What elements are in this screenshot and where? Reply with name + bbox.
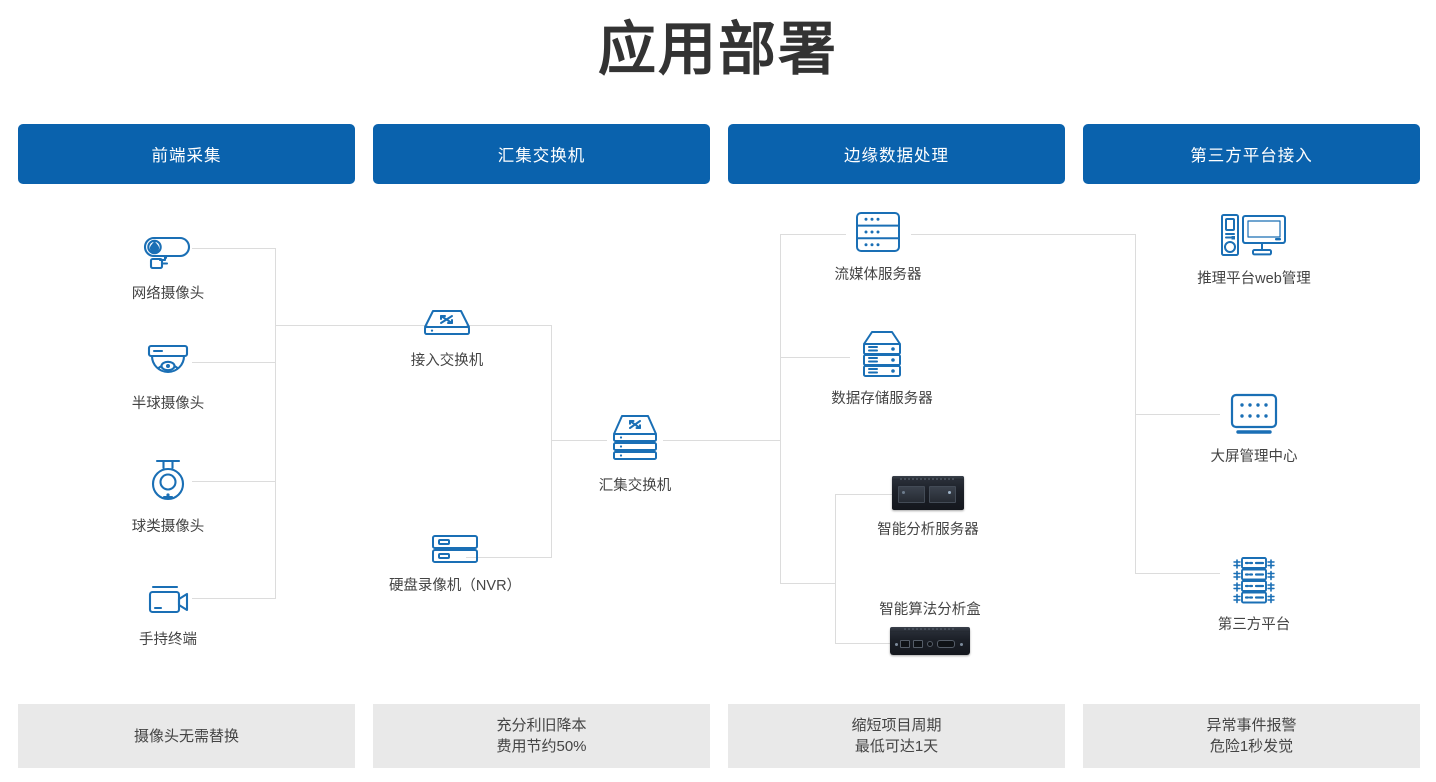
node-access-switch[interactable]: 接入交换机 bbox=[362, 305, 532, 370]
connector-streaming-server bbox=[780, 234, 846, 235]
footer-line: 充分利旧降本 bbox=[496, 717, 587, 734]
ptz-camera-icon bbox=[141, 455, 195, 507]
connector-col1-to-access-switch bbox=[275, 325, 428, 326]
footer-line: 费用节约50% bbox=[496, 738, 587, 755]
connector-network-camera bbox=[192, 248, 276, 249]
stacked-switch-icon bbox=[606, 412, 664, 466]
nvr-icon bbox=[427, 532, 483, 566]
node-ptz-camera[interactable]: 球类摄像头 bbox=[83, 455, 253, 536]
node-ai-algorithm-box[interactable]: 智能算法分析盒 bbox=[845, 598, 1015, 655]
connector-col4-trunk bbox=[1135, 234, 1136, 573]
node-label: 硬盘录像机（NVR） bbox=[388, 578, 522, 594]
node-ai-analysis-server[interactable]: 智能分析服务器 bbox=[843, 476, 1013, 539]
connector-agg-switch-right bbox=[663, 440, 781, 441]
node-label: 大屏管理中心 bbox=[1210, 449, 1298, 465]
node-label: 流媒体服务器 bbox=[834, 267, 922, 283]
node-streaming-server[interactable]: 流媒体服务器 bbox=[793, 209, 963, 284]
switch-icon bbox=[419, 305, 475, 341]
connector-col3-trunk bbox=[780, 234, 781, 583]
column-header-aggregation-switch[interactable]: 汇集交换机 bbox=[373, 124, 710, 184]
desktop-tower-icon bbox=[1217, 211, 1291, 259]
column-header-edge-data-processing[interactable]: 边缘数据处理 bbox=[728, 124, 1065, 184]
node-label: 球类摄像头 bbox=[131, 519, 205, 535]
node-inference-web-mgmt[interactable]: 推理平台web管理 bbox=[1169, 211, 1339, 288]
connector-streaming-to-col4 bbox=[911, 234, 1136, 235]
node-third-party-platform[interactable]: 第三方平台 bbox=[1169, 555, 1339, 634]
node-agg-switch[interactable]: 汇集交换机 bbox=[550, 412, 720, 495]
connector-col2-to-agg-switch bbox=[551, 440, 607, 441]
footer-line: 最低可达1天 bbox=[854, 738, 939, 755]
node-video-wall-center[interactable]: 大屏管理中心 bbox=[1169, 391, 1339, 466]
footer-line: 危险1秒发觉 bbox=[1209, 738, 1294, 755]
connector-ai-algorithm-box bbox=[835, 643, 892, 644]
connector-ai-analysis-server bbox=[835, 494, 892, 495]
connector-col1-trunk bbox=[275, 248, 276, 598]
analysis-server-photo bbox=[892, 476, 964, 510]
connector-col3-to-ai-branch bbox=[780, 583, 835, 584]
node-label: 接入交换机 bbox=[410, 353, 484, 369]
footer-third-party-platform-access: 异常事件报警 危险1秒发觉 bbox=[1083, 704, 1420, 768]
footer-front-end-collection: 摄像头无需替换 bbox=[18, 704, 355, 768]
node-network-camera[interactable]: 网络摄像头 bbox=[83, 224, 253, 303]
node-label: 数据存储服务器 bbox=[831, 391, 933, 407]
node-label: 智能算法分析盒 bbox=[879, 602, 981, 618]
node-storage-server[interactable]: 数据存储服务器 bbox=[797, 329, 967, 408]
node-label: 第三方平台 bbox=[1217, 617, 1291, 633]
connector-handheld-terminal bbox=[192, 598, 276, 599]
footer-edge-data-processing: 缩短项目周期 最低可达1天 bbox=[728, 704, 1065, 768]
connector-ai-branch-trunk bbox=[835, 494, 836, 644]
storage-server-icon bbox=[854, 329, 910, 379]
server-rack-icon bbox=[1225, 555, 1283, 605]
connector-storage-server bbox=[780, 357, 850, 358]
column-header-label: 边缘数据处理 bbox=[844, 147, 949, 165]
footer-aggregation-switch: 充分利旧降本 费用节约50% bbox=[373, 704, 710, 768]
node-label: 手持终端 bbox=[139, 632, 197, 648]
footer-line: 摄像头无需替换 bbox=[133, 727, 239, 745]
bullet-camera-icon bbox=[141, 224, 195, 274]
column-header-label: 汇集交换机 bbox=[497, 147, 586, 165]
node-label: 网络摄像头 bbox=[131, 286, 205, 302]
camcorder-icon bbox=[141, 582, 195, 620]
dome-camera-icon bbox=[141, 342, 195, 384]
page-title: 应用部署 bbox=[597, 17, 838, 82]
connector-ptz-camera bbox=[192, 481, 276, 482]
node-label: 推理平台web管理 bbox=[1197, 271, 1311, 287]
connector-col2-trunk bbox=[551, 325, 552, 557]
node-label: 半球摄像头 bbox=[131, 396, 205, 412]
node-nvr[interactable]: 硬盘录像机（NVR） bbox=[370, 532, 540, 595]
rack-server-icon bbox=[849, 209, 907, 255]
node-dome-camera[interactable]: 半球摄像头 bbox=[83, 342, 253, 413]
connector-video-wall-center bbox=[1135, 414, 1220, 415]
column-header-third-party-platform-access[interactable]: 第三方平台接入 bbox=[1083, 124, 1420, 184]
column-header-label: 前端采集 bbox=[151, 147, 222, 165]
footer-line: 缩短项目周期 bbox=[851, 717, 942, 734]
connector-third-party-platform bbox=[1135, 573, 1220, 574]
footer-line: 异常事件报警 bbox=[1206, 717, 1297, 734]
node-label: 汇集交换机 bbox=[598, 478, 672, 494]
algorithm-box-photo bbox=[890, 627, 970, 655]
connector-dome-camera bbox=[192, 362, 276, 363]
node-label: 智能分析服务器 bbox=[877, 522, 979, 538]
connector-access-switch-right bbox=[466, 325, 552, 326]
column-header-label: 第三方平台接入 bbox=[1190, 147, 1313, 165]
video-wall-icon bbox=[1226, 391, 1282, 437]
column-header-front-end-collection[interactable]: 前端采集 bbox=[18, 124, 355, 184]
node-handheld-terminal[interactable]: 手持终端 bbox=[83, 582, 253, 649]
connector-nvr-right bbox=[466, 557, 552, 558]
